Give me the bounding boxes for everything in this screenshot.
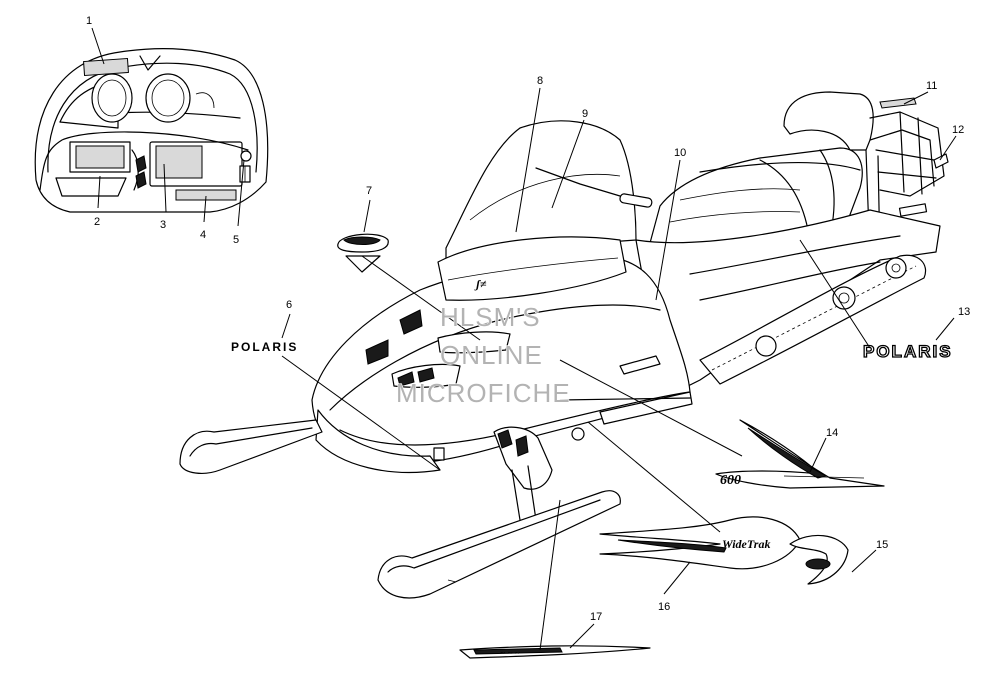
dashboard-inset (34, 48, 269, 213)
callout-5: 5 (233, 234, 239, 246)
callout-labels: 1 2 3 4 5 6 7 8 9 10 11 12 13 14 15 16 1… (86, 15, 970, 623)
callout-15: 15 (876, 539, 888, 551)
watermark: HLSM'S ONLINE MICROFICHE (395, 301, 571, 408)
polaris-decal-large: POLARIS (862, 341, 953, 361)
callout-16: 16 (658, 601, 670, 613)
watermark-line-1: HLSM'S (440, 302, 541, 332)
callout-11: 11 (926, 80, 937, 92)
callout-3: 3 (160, 219, 166, 231)
snowmobile-body: ʃ≠ (179, 91, 945, 599)
leader-lines (91, 27, 957, 651)
svg-text:~ ~ ~: ~ ~ ~ (500, 648, 520, 658)
callout-9: 9 (582, 108, 588, 120)
svg-text:ʃ≠: ʃ≠ (474, 277, 487, 291)
callout-12: 12 (952, 124, 964, 136)
side-rack-decal (933, 153, 949, 169)
callout-17: 17 (590, 611, 602, 623)
small-swoosh-decal (789, 534, 849, 585)
callout-10: 10 (674, 147, 686, 159)
bottom-stripe-decal: ~ ~ ~ (459, 645, 651, 659)
widetrak-decal: WideTrak (599, 516, 801, 570)
callout-8: 8 (537, 75, 543, 87)
widetrak-text: WideTrak (722, 537, 770, 551)
rear-rack-decal (879, 97, 917, 109)
callout-1: 1 (86, 15, 92, 27)
callout-2: 2 (94, 216, 100, 228)
polaris-decal-small: POLARIS (231, 340, 298, 354)
watermark-line-2: ONLINE (440, 340, 543, 370)
callout-14: 14 (826, 427, 838, 439)
polaris-small-text: POLARIS (231, 340, 298, 354)
callout-13: 13 (958, 306, 970, 318)
watermark-line-3: MICROFICHE (396, 378, 571, 408)
callout-7: 7 (366, 185, 372, 197)
emblem-decal (337, 233, 389, 273)
model-600-decal: 600 (715, 419, 885, 489)
callout-6: 6 (286, 299, 292, 311)
model-number-text: 600 (720, 473, 741, 488)
polaris-large-text: POLARIS (863, 342, 953, 361)
callout-4: 4 (200, 229, 206, 241)
